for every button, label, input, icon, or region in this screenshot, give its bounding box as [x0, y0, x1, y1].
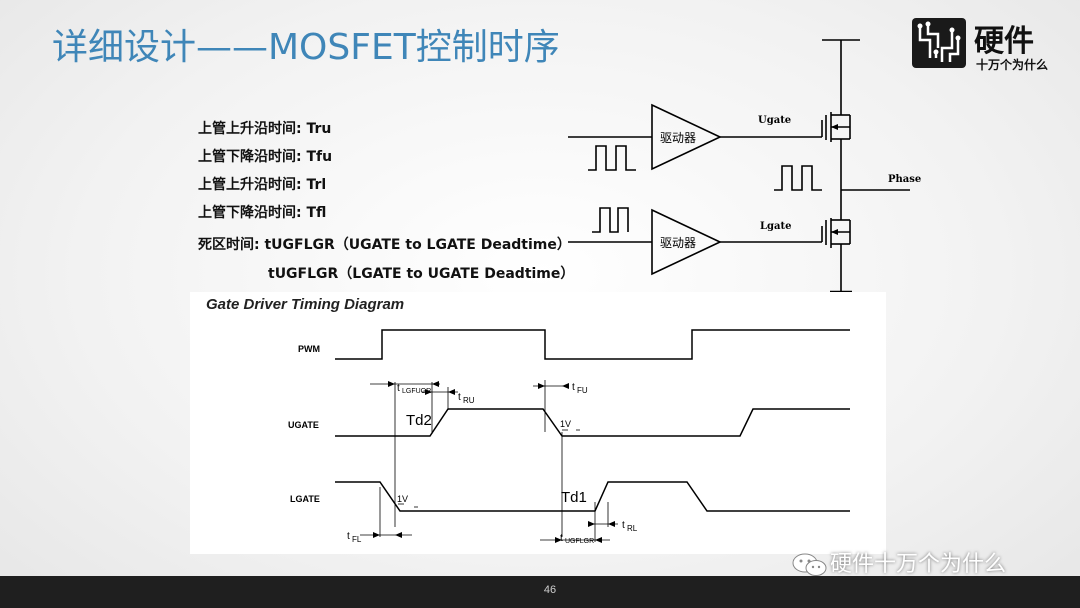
v1-marker-lgate: 1V	[397, 494, 408, 504]
t-fl-label: t	[347, 531, 350, 542]
timing-title: Gate Driver Timing Diagram	[206, 296, 404, 313]
signal-label-lgate: LGATE	[290, 494, 320, 504]
page-number: 46	[543, 584, 557, 596]
half-bridge-circuit: 驱动器 驱动器 Ugate Lgate Phase	[568, 39, 921, 297]
driver-top-label: 驱动器	[660, 131, 696, 145]
logo: 硬件 十万个为什么	[912, 16, 1062, 76]
driver-bottom-label: 驱动器	[660, 236, 696, 250]
logo-main-text: 硬件	[974, 24, 1034, 59]
wechat-icon	[792, 553, 827, 576]
param-deadtime-ug-lg: 死区时间: tUGFLGR（UGATE to LGATE Deadtime）	[198, 237, 571, 253]
footer-bar	[0, 576, 1080, 608]
t-fu-sub: FU	[577, 386, 588, 395]
t-rl-sub: RL	[627, 524, 638, 533]
t-ugflgr-label: t	[560, 533, 563, 544]
t-fl-sub: FL	[352, 535, 362, 544]
param-trl: 上管上升沿时间: Trl	[198, 177, 327, 193]
t-ugflgr-sub: UGFLGR	[565, 538, 594, 545]
t-ru-sub: RU	[463, 396, 475, 405]
watermark-text: 硬件十万个为什么	[830, 552, 1007, 577]
td2-label: Td2	[406, 412, 432, 429]
t-lgfugr-label: t	[397, 383, 400, 394]
td1-label: Td1	[561, 489, 587, 506]
param-tfl: 上管下降沿时间: Tfl	[198, 205, 327, 221]
t-fu-label: t	[572, 382, 575, 393]
t-lgfugr-sub: LGFUGR	[402, 388, 431, 395]
param-tru: 上管上升沿时间: Tru	[198, 121, 332, 137]
ugate-waveform	[335, 408, 850, 437]
signal-label-ugate: UGATE	[288, 420, 319, 430]
v1-marker-ugate: 1V	[560, 419, 571, 429]
slide-title: 详细设计——MOSFET控制时序	[52, 27, 560, 68]
param-deadtime-lg-ug: tUGFLGR（LGATE to UGATE Deadtime）	[268, 266, 575, 282]
lgate-label: Lgate	[760, 221, 791, 232]
t-ru-label: t	[458, 392, 461, 403]
signal-label-pwm: PWM	[298, 344, 320, 354]
timing-diagram-svg: Gate Driver Timing Diagram PWM UGATE LGA…	[206, 296, 850, 545]
logo-sub-text: 十万个为什么	[976, 58, 1049, 72]
logo-chip-icon	[912, 18, 966, 68]
lgate-waveform	[335, 481, 850, 512]
timing-diagram: Gate Driver Timing Diagram PWM UGATE LGA…	[190, 292, 886, 554]
ugate-label: Ugate	[758, 115, 791, 126]
pwm-waveform	[335, 329, 850, 360]
param-tfu: 上管下降沿时间: Tfu	[198, 149, 333, 165]
phase-label: Phase	[888, 174, 921, 185]
t-rl-label: t	[622, 520, 625, 531]
